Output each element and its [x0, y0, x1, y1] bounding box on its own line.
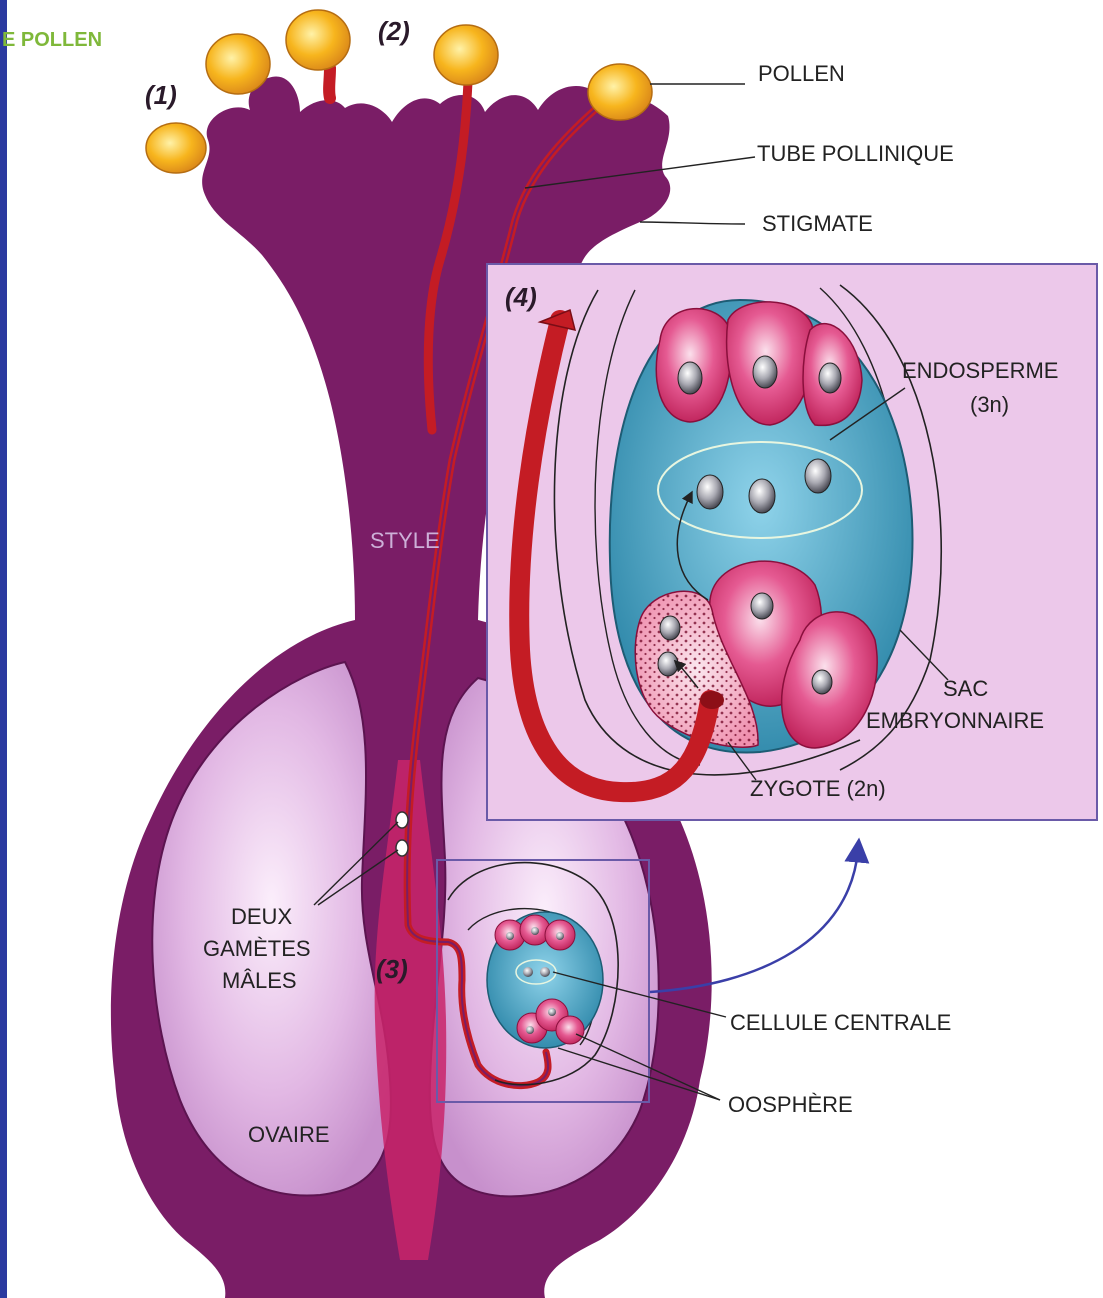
cell-nucleus	[753, 356, 777, 388]
step-label-2: (2)	[378, 16, 410, 46]
header-fragment: E POLLEN	[2, 29, 102, 51]
cell-nucleus	[556, 932, 564, 940]
endosperm-nucleus	[697, 475, 723, 509]
male-gamete	[396, 812, 408, 828]
cell-nucleus	[678, 362, 702, 394]
step-label-1: (1)	[145, 80, 177, 110]
male-gamete	[396, 840, 408, 856]
pollen-grain	[286, 10, 350, 70]
zygote-nucleus	[660, 616, 680, 640]
pollen-tube-inset-end	[700, 691, 724, 709]
pollen-grain	[588, 64, 652, 120]
polar-nucleus	[523, 967, 533, 977]
label-stigmate: STIGMATE	[762, 211, 873, 236]
step-label-4: (4)	[505, 282, 537, 312]
label-oosphere: OOSPHÈRE	[728, 1092, 853, 1117]
label-cellule-centrale: CELLULE CENTRALE	[730, 1010, 951, 1035]
pollen-grain	[146, 123, 206, 173]
egg-apparatus-cell	[556, 1016, 584, 1044]
label-ovaire: OVAIRE	[248, 1122, 330, 1147]
polar-nucleus	[540, 967, 550, 977]
cell-nucleus	[819, 363, 841, 393]
label-zygote: ZYGOTE (2n)	[750, 776, 886, 801]
cell-nucleus	[812, 670, 832, 694]
leader-line-stigmate	[640, 222, 745, 224]
label-gametes-line3: MÂLES	[222, 968, 297, 993]
cell-nucleus	[548, 1008, 556, 1016]
pollen-grain	[434, 25, 498, 85]
page-border-strip	[0, 0, 7, 1298]
endosperm-nucleus	[749, 479, 775, 513]
cell-nucleus	[751, 593, 773, 619]
step-label-3: (3)	[376, 954, 408, 984]
label-pollen: POLLEN	[758, 61, 845, 86]
pollen-grain	[206, 34, 270, 94]
label-style: STYLE	[370, 528, 440, 553]
endosperm-nucleus	[805, 459, 831, 493]
label-endosperme-ploidy: (3n)	[970, 392, 1009, 417]
label-gametes-line1: DEUX	[231, 904, 292, 929]
zygote-nucleus	[658, 652, 678, 676]
label-endosperme: ENDOSPERME	[902, 358, 1058, 383]
pollen-tube-2-stub	[329, 68, 330, 98]
label-sac-line2: EMBRYONNAIRE	[866, 708, 1044, 733]
label-gametes-line2: GAMÈTES	[203, 936, 311, 961]
cell-nucleus	[531, 927, 539, 935]
cell-nucleus	[526, 1026, 534, 1034]
cell-nucleus	[506, 932, 514, 940]
label-tube-pollinique: TUBE POLLINIQUE	[757, 141, 954, 166]
label-sac-line1: SAC	[943, 676, 988, 701]
